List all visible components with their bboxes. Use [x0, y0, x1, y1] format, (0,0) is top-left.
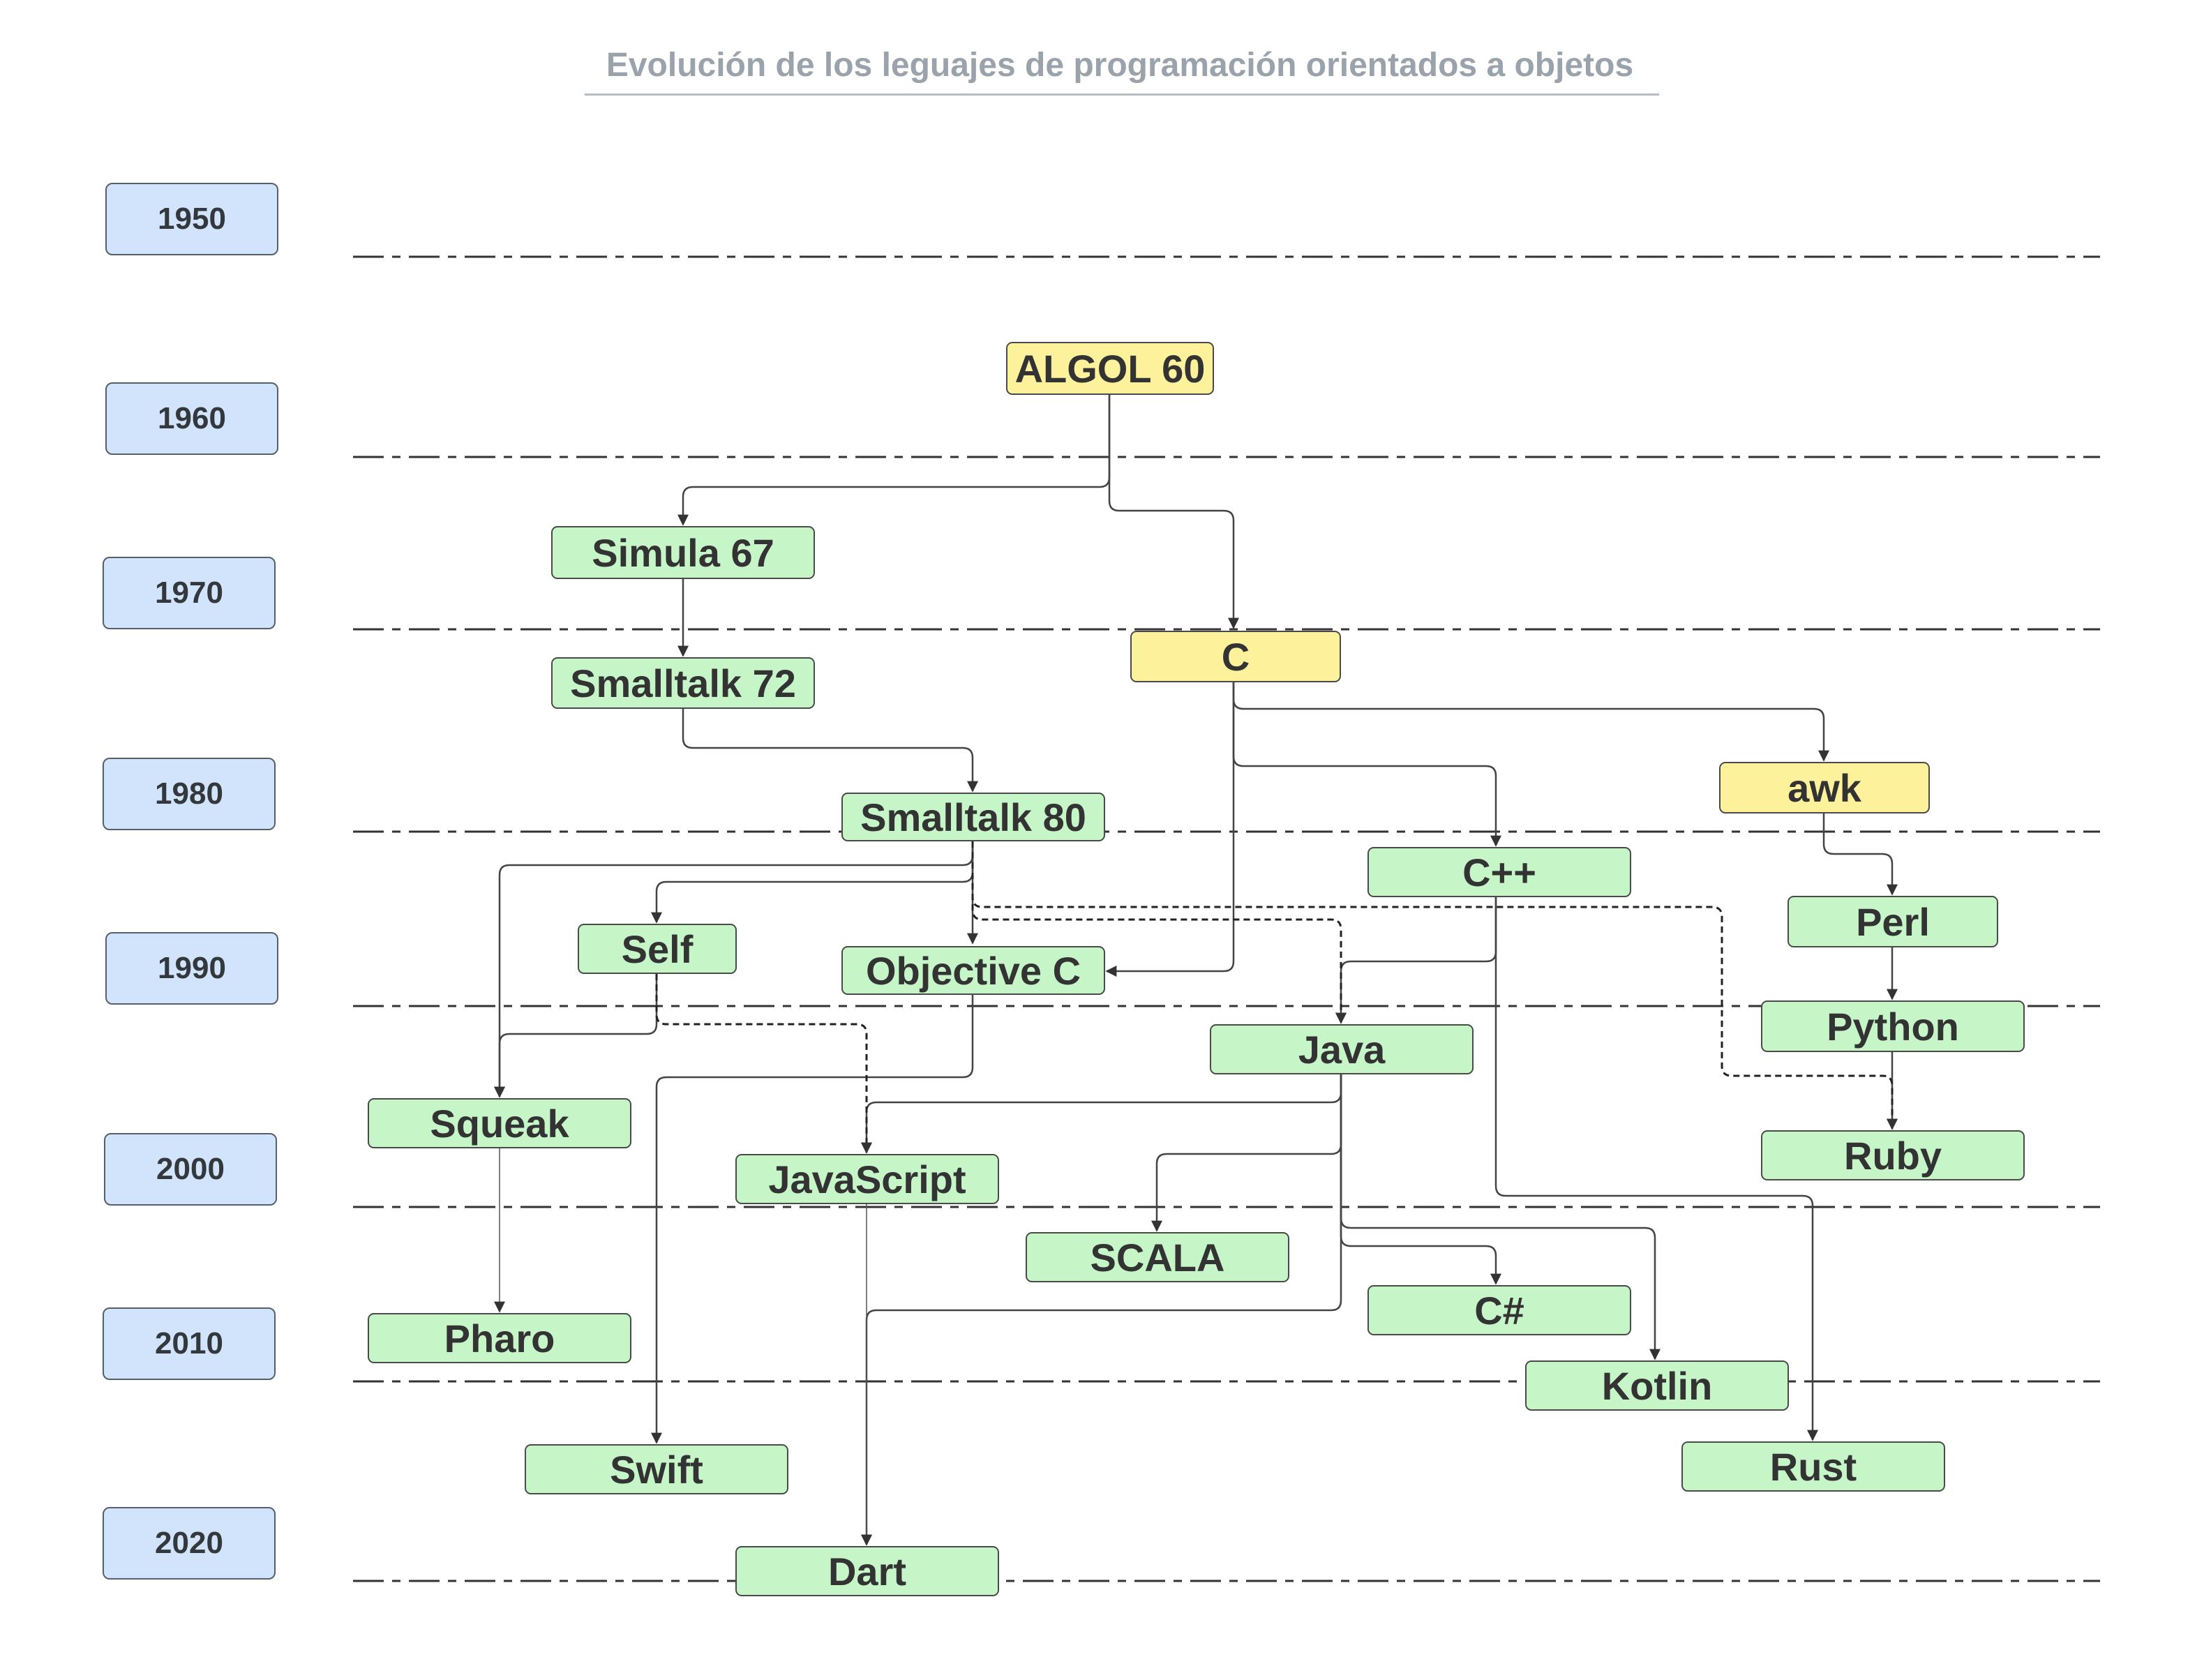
node-perl: Perl — [1787, 896, 1998, 947]
edge-smalltalk72-smalltalk80 — [682, 709, 978, 793]
edge-c-cpp — [1232, 682, 1501, 847]
edge-algol-c — [1108, 395, 1239, 629]
node-swift: Swift — [525, 1444, 788, 1494]
node-scala: SCALA — [1026, 1232, 1289, 1282]
year-label-1970: 1970 — [103, 557, 276, 629]
diagram-title: Evolución de los leguajes de programació… — [606, 47, 1634, 84]
year-label-1990: 1990 — [105, 932, 278, 1005]
edge-self-squeak — [494, 974, 658, 1098]
edge-algol-simula — [677, 395, 1111, 526]
year-label-1980: 1980 — [103, 758, 276, 830]
node-rust: Rust — [1681, 1441, 1945, 1492]
node-c: C — [1130, 631, 1341, 682]
node-awk: awk — [1719, 762, 1930, 813]
node-algol-60: ALGOL 60 — [1006, 342, 1214, 395]
node-cpp: C++ — [1367, 847, 1631, 897]
node-dart: Dart — [735, 1546, 999, 1596]
edge-c-awk — [1232, 682, 1829, 762]
edge-objc-swift — [651, 995, 974, 1444]
edge-cpp-rust — [1494, 897, 1818, 1441]
node-kotlin: Kotlin — [1525, 1360, 1789, 1411]
edge-dashed-self-javascript — [655, 974, 872, 1154]
edge-java-javascript — [861, 1074, 1342, 1154]
title-underline — [585, 93, 1659, 96]
node-javascript: JavaScript — [735, 1154, 999, 1204]
node-self: Self — [578, 924, 737, 974]
node-smalltalk-72: Smalltalk 72 — [551, 657, 815, 709]
edge-dashed-smalltalk80-ruby — [971, 841, 1898, 1130]
edge-awk-perl — [1822, 813, 1898, 896]
year-label-2010: 2010 — [103, 1307, 276, 1380]
node-squeak: Squeak — [368, 1098, 631, 1148]
edge-cpp-java — [1335, 897, 1497, 1024]
edge-java-csharp — [1340, 1074, 1501, 1285]
node-java: Java — [1210, 1024, 1474, 1074]
year-label-2020: 2020 — [103, 1507, 276, 1580]
node-python: Python — [1761, 1000, 2025, 1052]
edge-smalltalk80-self — [651, 841, 974, 924]
edge-java-dart — [861, 1074, 1342, 1546]
year-label-1950: 1950 — [105, 183, 278, 255]
node-pharo: Pharo — [368, 1313, 631, 1363]
node-csharp: C# — [1367, 1285, 1631, 1335]
node-simula-67: Simula 67 — [551, 526, 815, 579]
node-smalltalk-80: Smalltalk 80 — [841, 793, 1105, 841]
edge-c-objc — [1105, 682, 1235, 977]
edge-dashed-smalltalk80-java — [971, 841, 1347, 1024]
year-label-1960: 1960 — [105, 382, 278, 455]
year-label-2000: 2000 — [104, 1133, 277, 1206]
node-ruby: Ruby — [1761, 1130, 2025, 1180]
node-objective-c: Objective C — [841, 946, 1105, 995]
